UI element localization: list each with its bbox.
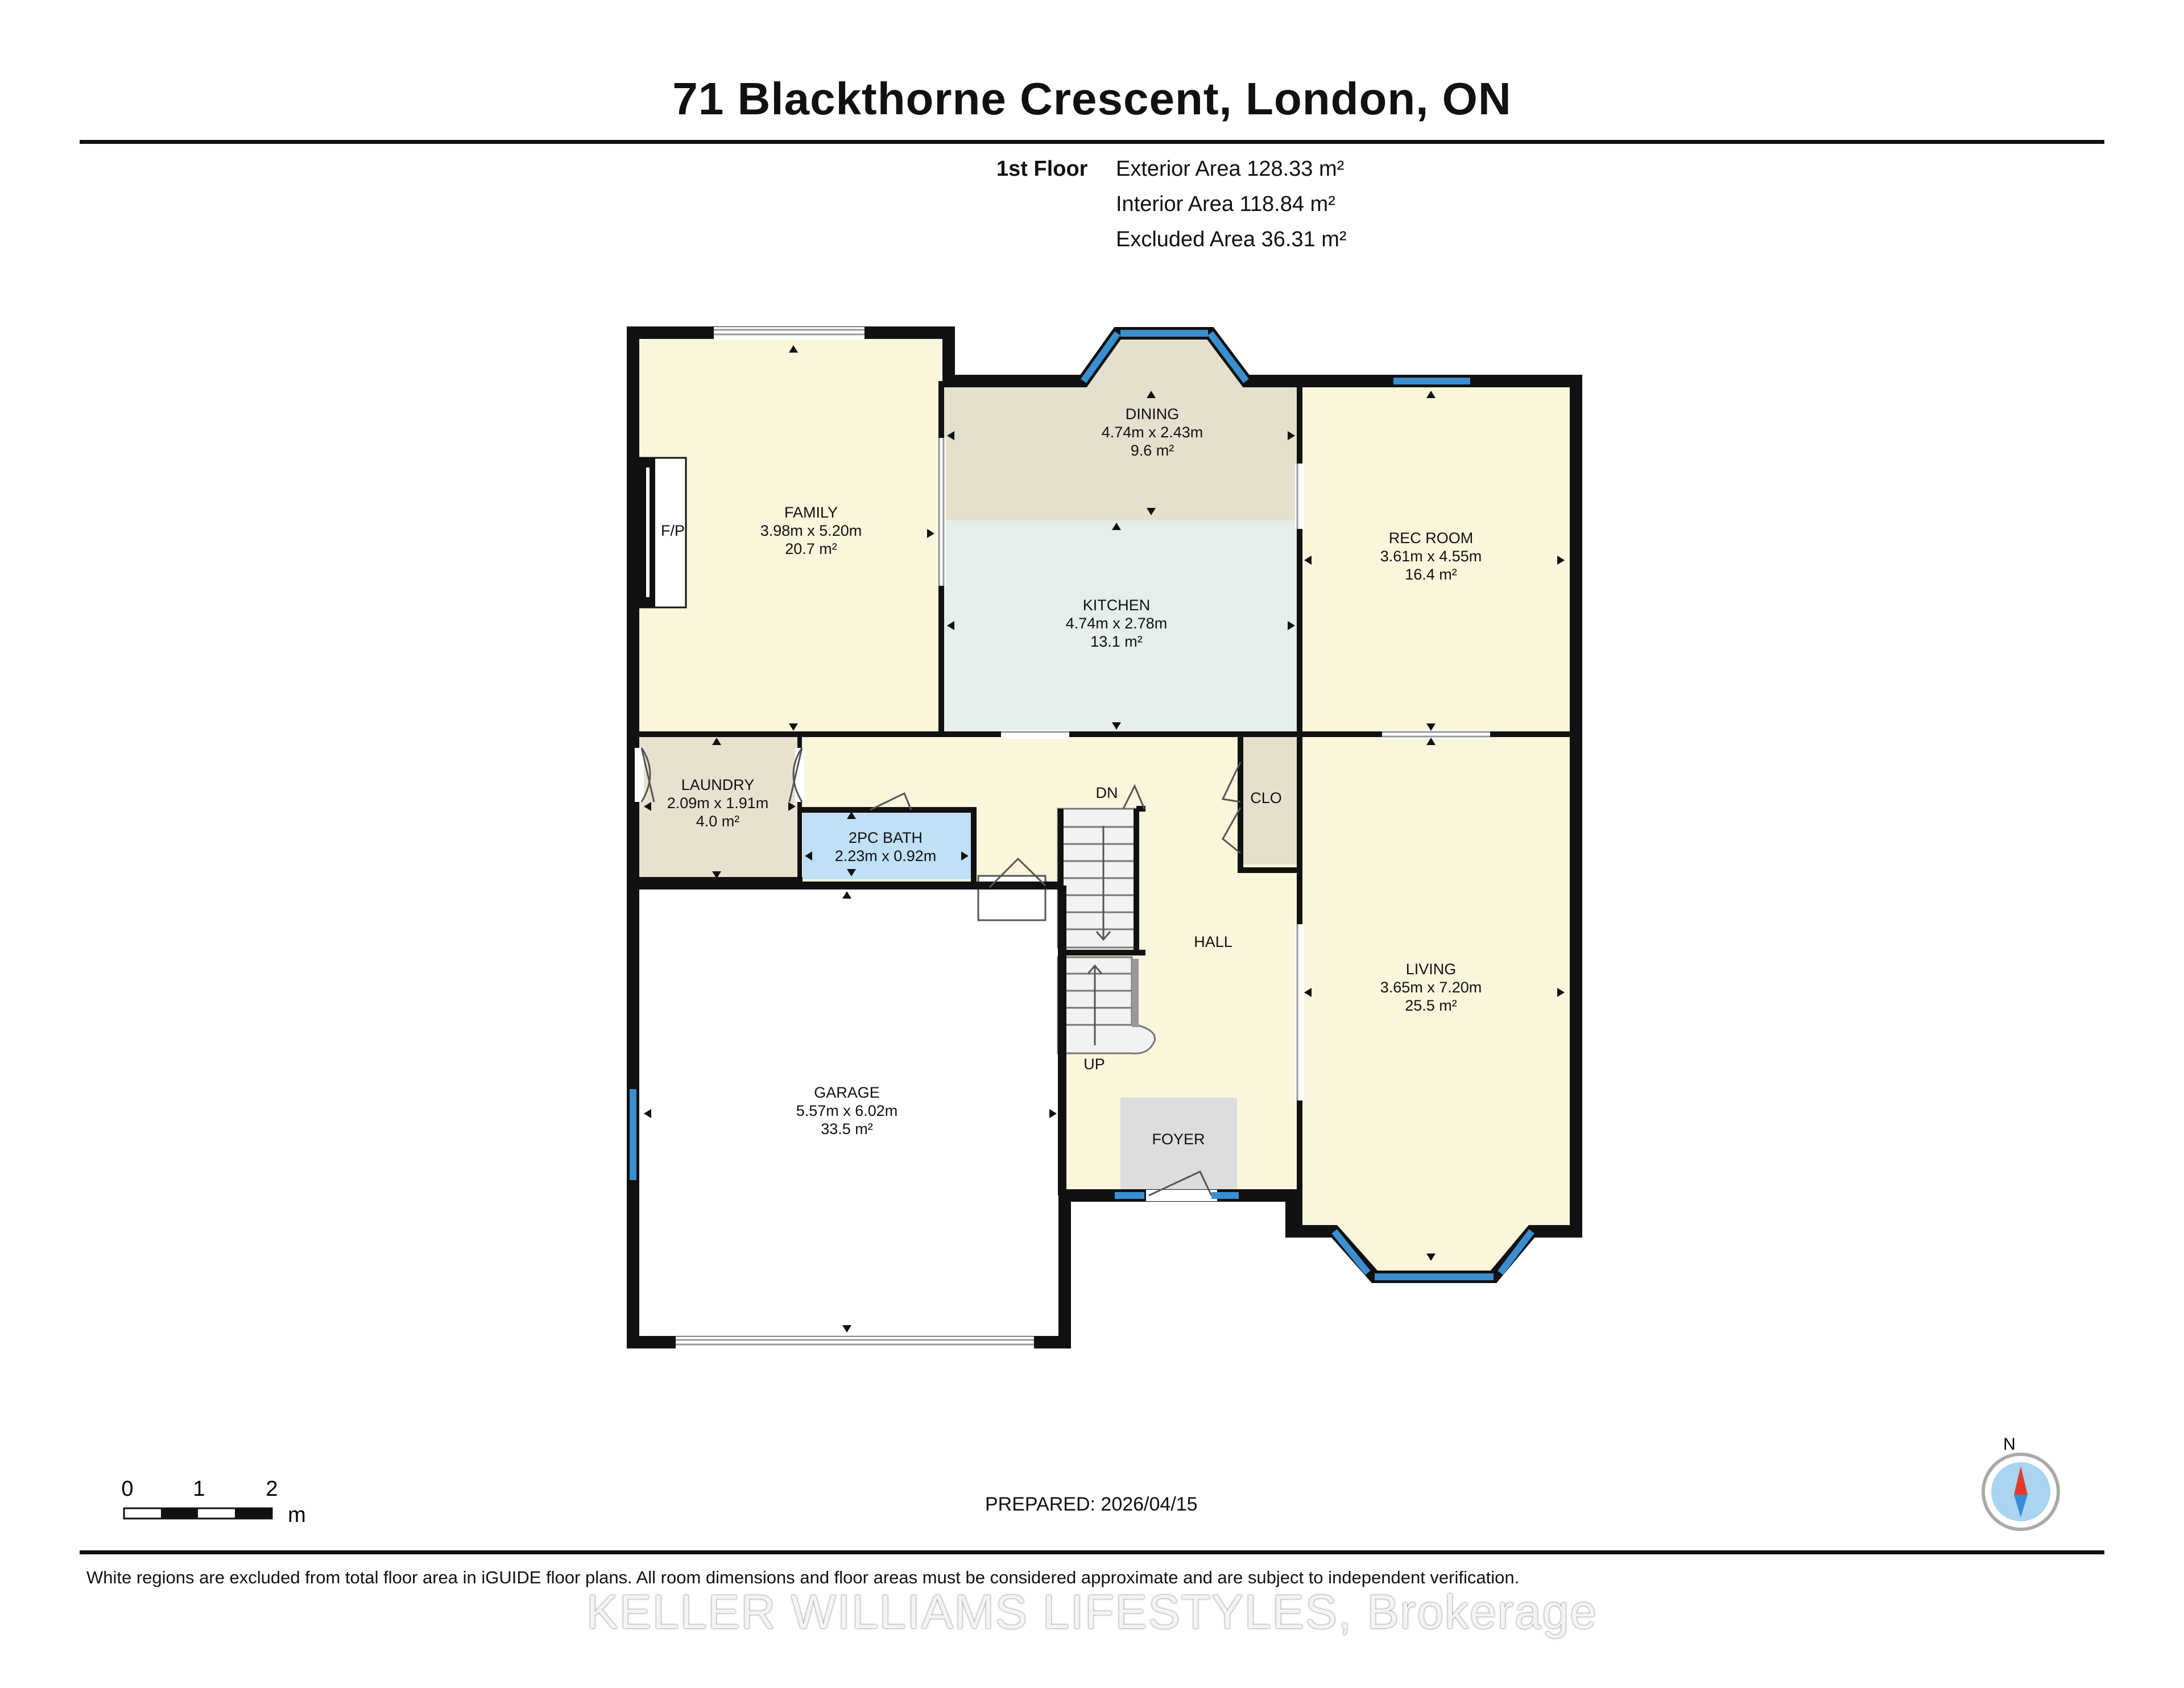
laundry-fill — [639, 734, 800, 878]
family-fill — [639, 340, 941, 734]
scale-tick-2: 2 — [266, 1477, 278, 1501]
kitchen-name: KITCHEN — [1083, 597, 1151, 614]
hall-name: HALL — [1194, 933, 1232, 950]
scale-unit: m — [288, 1503, 306, 1527]
rec-room-area: 16.4 m² — [1405, 566, 1457, 583]
stairs-up-label: UP — [1083, 1056, 1105, 1073]
stairs — [1057, 808, 1156, 1054]
scale-tick-1: 1 — [193, 1477, 205, 1501]
family-area: 20.7 m² — [785, 540, 837, 557]
bath-dims: 2.23m x 0.92m — [835, 847, 937, 864]
excluded-area: Excluded Area 36.31 m² — [1116, 227, 1347, 251]
dining-fill — [941, 339, 1300, 520]
living-name: LIVING — [1406, 961, 1457, 978]
interior-area: Interior Area 118.84 m² — [1116, 192, 1335, 216]
compass-icon: N — [1982, 1435, 2060, 1531]
laundry-name: LAUNDRY — [681, 776, 755, 793]
sliding-doors — [676, 329, 1490, 1346]
rec-room-name: REC ROOM — [1389, 529, 1474, 547]
living-area: 25.5 m² — [1405, 997, 1457, 1014]
scale-bar: 0 1 2 m — [121, 1477, 305, 1527]
dining-name: DINING — [1126, 406, 1180, 423]
garage-dims: 5.57m x 6.02m — [796, 1102, 898, 1119]
compass-label: N — [2003, 1435, 2016, 1454]
foyer-fill — [1120, 1098, 1237, 1189]
disclaimer: White regions are excluded from total fl… — [86, 1567, 1520, 1587]
rec-room-dims: 3.61m x 4.55m — [1380, 548, 1482, 565]
windows — [630, 330, 1534, 1280]
garage-name: GARAGE — [814, 1084, 880, 1101]
clo-fill — [1240, 734, 1300, 864]
family-name: FAMILY — [784, 504, 838, 521]
clo-name: CLO — [1250, 789, 1282, 806]
dining-dims: 4.74m x 2.43m — [1102, 424, 1203, 441]
bath-fill — [803, 810, 972, 879]
floor-label: 1st Floor — [996, 157, 1088, 181]
kitchen-fill — [941, 520, 1300, 734]
watermark: KELLER WILLIAMS LIFESTYLES, Brokerage — [586, 1585, 1598, 1639]
stairs-down-label: DN — [1096, 784, 1118, 801]
foyer-name: FOYER — [1152, 1131, 1205, 1148]
exterior-area: Exterior Area 128.33 m² — [1116, 157, 1345, 181]
laundry-dims: 2.09m x 1.91m — [667, 795, 769, 812]
laundry-area: 4.0 m² — [696, 813, 740, 830]
kitchen-area: 13.1 m² — [1090, 633, 1143, 650]
garage-fill — [639, 887, 1064, 1342]
garage-area: 33.5 m² — [821, 1120, 873, 1137]
prepared-date: PREPARED: 2026/04/15 — [985, 1493, 1198, 1515]
rec-room-fill — [1300, 387, 1570, 734]
dimension-arrows — [644, 345, 1565, 1333]
scale-tick-0: 0 — [121, 1477, 133, 1501]
doors — [640, 747, 1242, 1197]
dining-area: 9.6 m² — [1131, 442, 1174, 459]
page-title: 71 Blackthorne Crescent, London, ON — [672, 73, 1512, 124]
room-labels: FAMILY 3.98m x 5.20m 20.7 m² F/P DINING … — [661, 406, 1482, 1148]
footer-rule — [80, 1550, 2104, 1554]
living-dims: 3.65m x 7.20m — [1380, 979, 1482, 996]
bath-name: 2PC BATH — [849, 829, 923, 846]
fireplace — [638, 457, 687, 609]
living-fill — [1300, 734, 1570, 1271]
fireplace-label: F/P — [661, 522, 685, 539]
kitchen-dims: 4.74m x 2.78m — [1066, 615, 1168, 632]
header-rule — [80, 140, 2104, 144]
family-dims: 3.98m x 5.20m — [760, 522, 862, 539]
